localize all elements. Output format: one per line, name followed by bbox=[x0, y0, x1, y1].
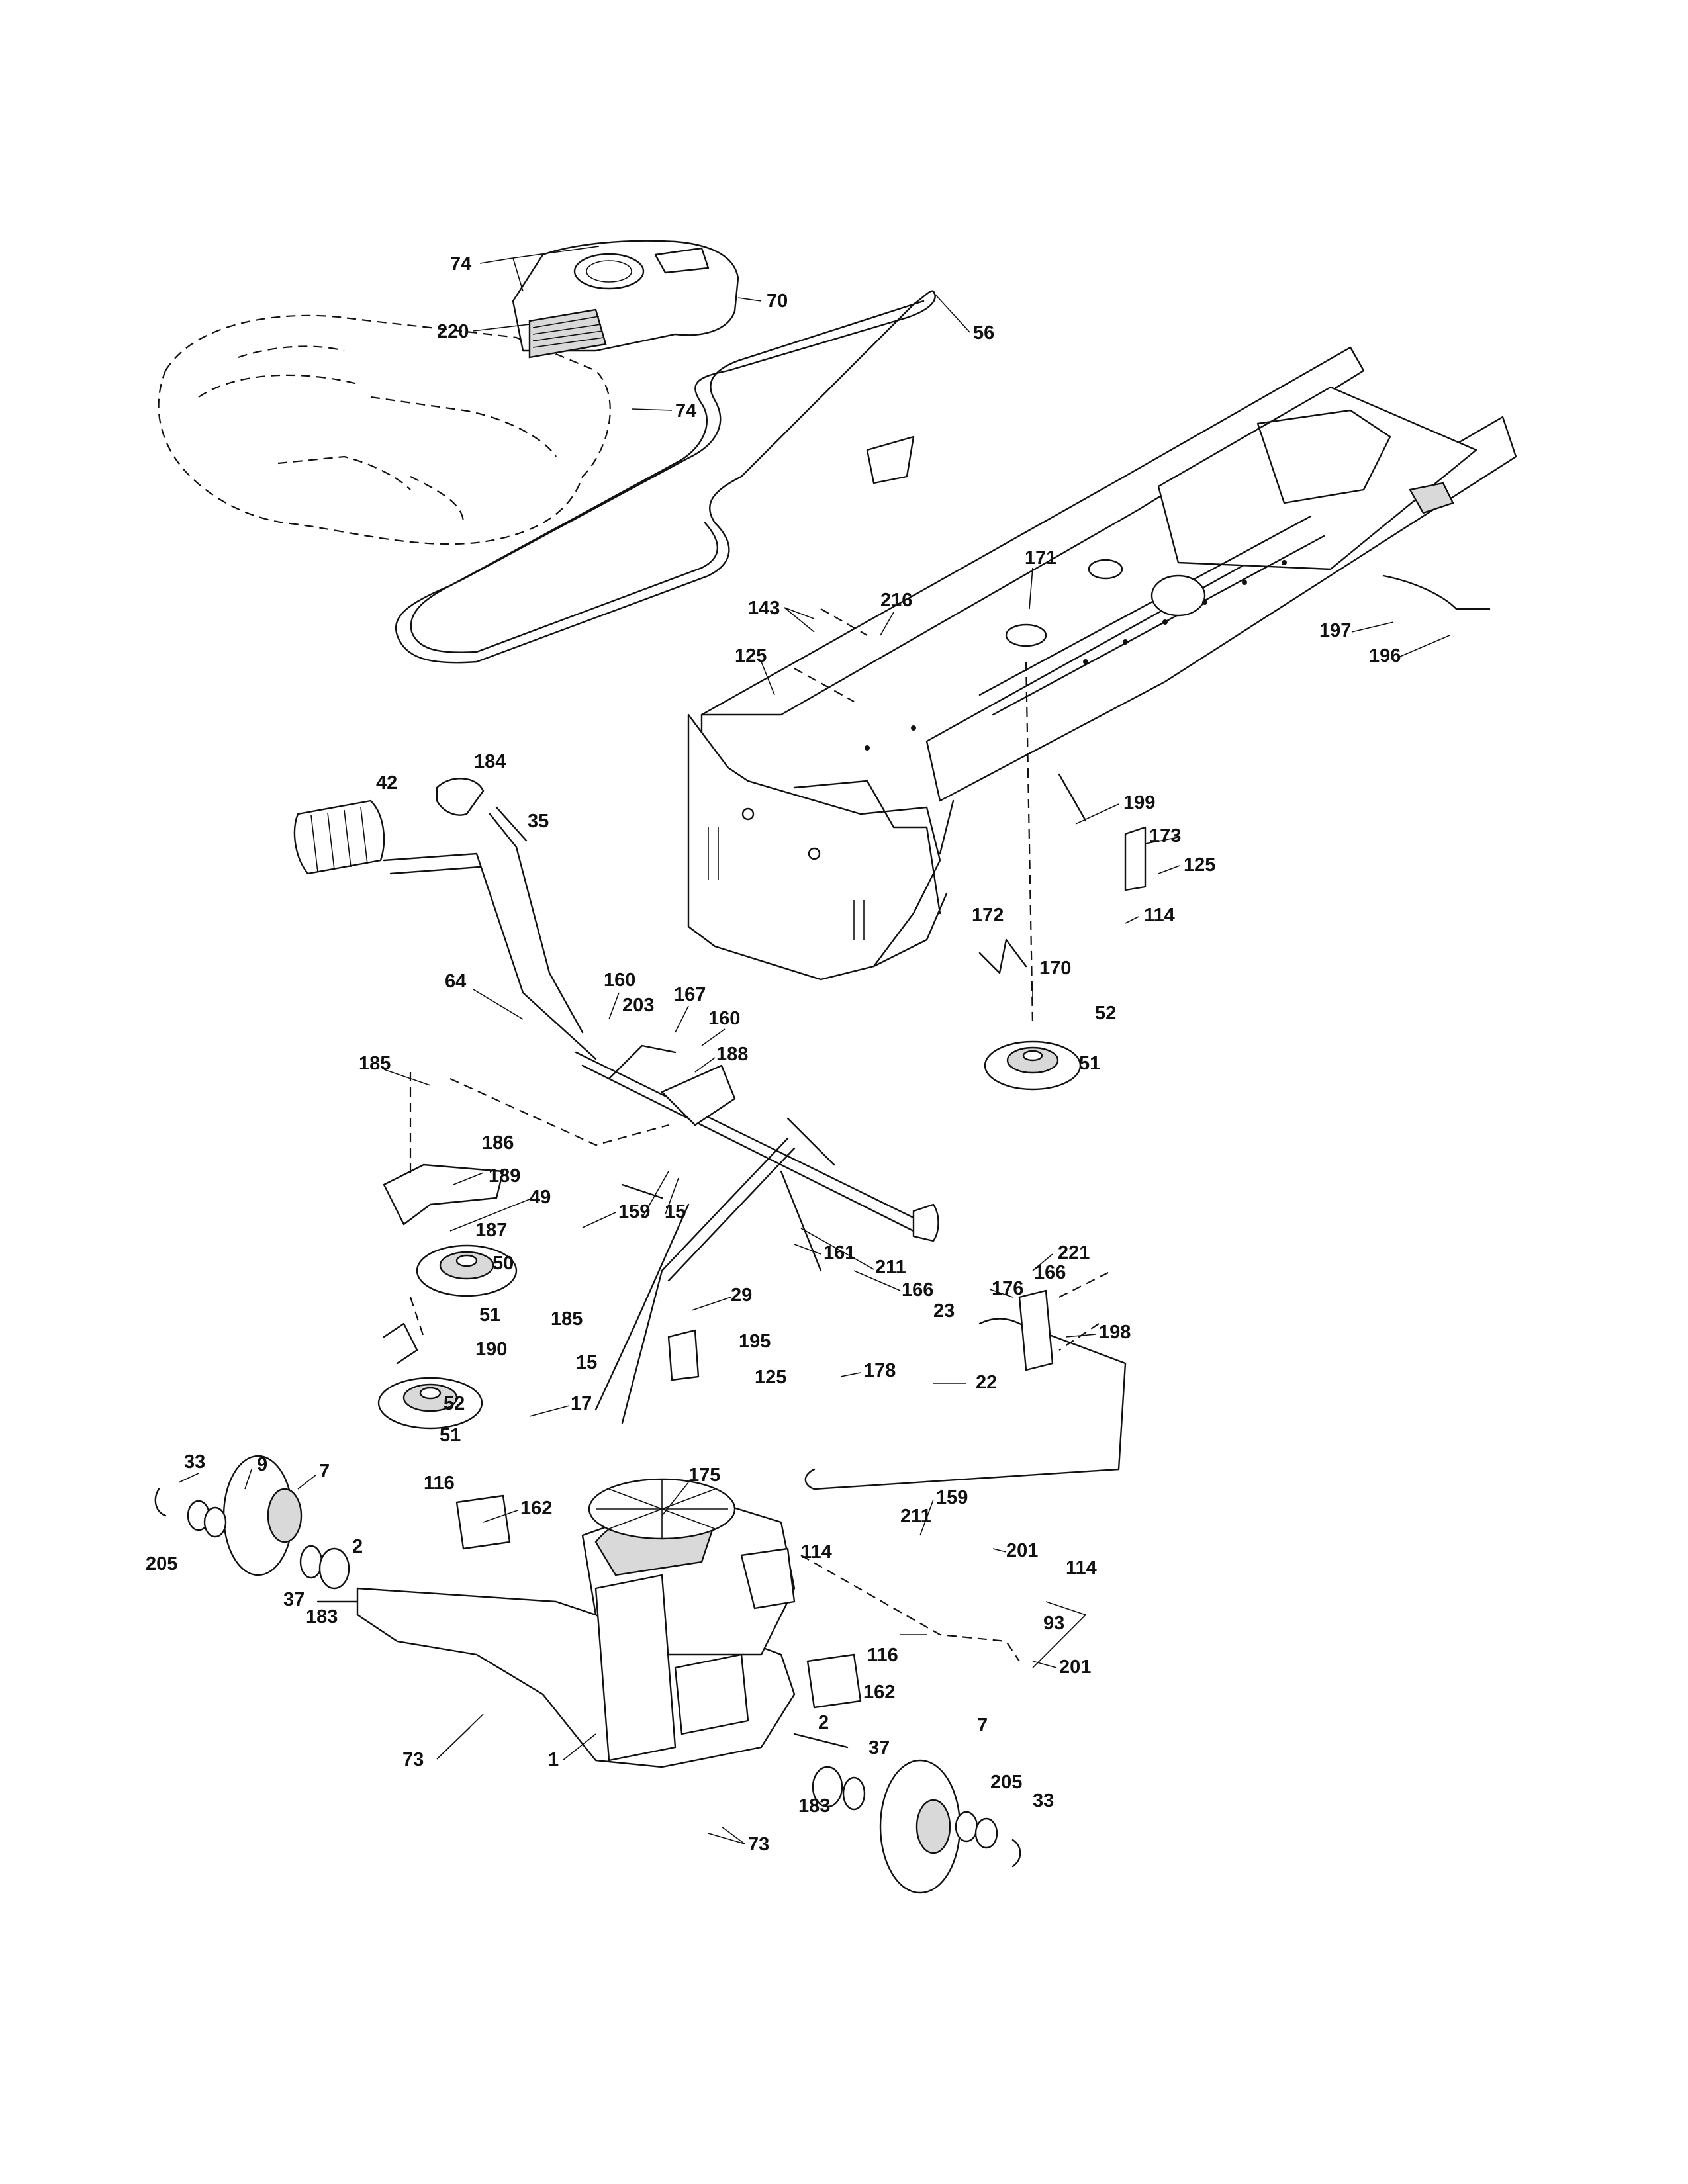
part-label: 125 bbox=[1184, 854, 1215, 876]
part-label: 7 bbox=[977, 1715, 988, 1736]
part-label: 116 bbox=[424, 1473, 455, 1494]
part-label: 2 bbox=[352, 1536, 363, 1557]
part-label: 170 bbox=[1039, 958, 1071, 979]
part-label: 93 bbox=[1043, 1613, 1064, 1634]
part-label: 33 bbox=[184, 1451, 205, 1473]
part-label: 162 bbox=[520, 1498, 552, 1519]
part-label: 183 bbox=[306, 1606, 338, 1627]
part-label: 203 bbox=[622, 995, 654, 1016]
part-label: 190 bbox=[475, 1339, 507, 1360]
part-label: 73 bbox=[748, 1834, 769, 1855]
mower-deck-outline bbox=[158, 314, 611, 545]
drive-belt bbox=[395, 290, 936, 664]
part-label: 51 bbox=[440, 1425, 461, 1446]
transaxle-assembly bbox=[316, 1478, 849, 1768]
part-label: 178 bbox=[864, 1360, 896, 1381]
part-label: 185 bbox=[551, 1308, 583, 1330]
part-label: 114 bbox=[1066, 1557, 1097, 1578]
part-label: 7 bbox=[319, 1461, 330, 1482]
pulley-right bbox=[978, 938, 1082, 1091]
part-label: 184 bbox=[474, 751, 506, 772]
part-label: 173 bbox=[1149, 825, 1181, 846]
part-label: 221 bbox=[1058, 1242, 1090, 1263]
part-label: 52 bbox=[444, 1393, 465, 1414]
part-label: 2 bbox=[818, 1712, 829, 1733]
part-label: 15 bbox=[665, 1201, 686, 1222]
pulleys-left bbox=[377, 1163, 518, 1430]
part-label: 74 bbox=[675, 400, 696, 422]
part-label: 211 bbox=[900, 1506, 931, 1527]
chassis-frame bbox=[687, 346, 1517, 981]
hub-right bbox=[812, 1759, 1021, 1894]
part-label: 64 bbox=[445, 971, 466, 992]
leader-lines bbox=[178, 246, 1450, 1844]
part-label: 167 bbox=[674, 984, 706, 1005]
part-label: 205 bbox=[990, 1772, 1022, 1793]
part-label: 114 bbox=[801, 1541, 832, 1563]
pedal-linkage bbox=[293, 778, 1127, 1490]
part-label: 187 bbox=[475, 1220, 507, 1241]
part-label: 114 bbox=[1144, 905, 1175, 926]
part-label: 143 bbox=[748, 598, 780, 619]
part-label: 70 bbox=[767, 291, 788, 312]
part-label: 9 bbox=[257, 1454, 267, 1475]
hub-left bbox=[154, 1455, 350, 1590]
part-label: 220 bbox=[437, 321, 469, 342]
part-label: 160 bbox=[708, 1008, 740, 1029]
part-label: 23 bbox=[933, 1300, 955, 1322]
part-label: 33 bbox=[1033, 1790, 1054, 1811]
assembly-guide-lines bbox=[409, 608, 1113, 1662]
part-label: 160 bbox=[604, 970, 635, 991]
part-label: 196 bbox=[1369, 645, 1401, 666]
part-label: 162 bbox=[863, 1682, 895, 1703]
part-label: 125 bbox=[755, 1367, 786, 1388]
part-label: 201 bbox=[1006, 1540, 1038, 1561]
part-label: 50 bbox=[492, 1253, 514, 1274]
part-label: 37 bbox=[868, 1737, 890, 1758]
part-label: 175 bbox=[688, 1465, 720, 1486]
part-label: 205 bbox=[146, 1553, 177, 1574]
part-label: 198 bbox=[1099, 1322, 1131, 1343]
part-label: 116 bbox=[867, 1645, 898, 1666]
part-label: 211 bbox=[875, 1257, 906, 1278]
part-label: 171 bbox=[1025, 547, 1056, 569]
part-label: 22 bbox=[976, 1372, 997, 1393]
part-label: 73 bbox=[402, 1749, 424, 1770]
part-label: 52 bbox=[1095, 1003, 1116, 1024]
part-label: 159 bbox=[936, 1487, 968, 1508]
part-label: 183 bbox=[798, 1796, 830, 1817]
brackets bbox=[455, 435, 1491, 1709]
part-label: 195 bbox=[739, 1331, 771, 1352]
part-label: 17 bbox=[571, 1393, 592, 1414]
part-label: 29 bbox=[731, 1285, 752, 1306]
part-label: 172 bbox=[972, 905, 1004, 926]
part-label: 15 bbox=[576, 1352, 597, 1373]
part-label: 74 bbox=[450, 253, 471, 275]
part-label: 176 bbox=[992, 1278, 1023, 1299]
part-labels: 74 70 220 56 74 171 143 216 125 197 196 … bbox=[146, 253, 1401, 1855]
part-label: 35 bbox=[528, 811, 549, 832]
part-label: 42 bbox=[376, 772, 397, 794]
part-label: 49 bbox=[530, 1187, 551, 1208]
part-label: 166 bbox=[902, 1279, 933, 1300]
part-label: 56 bbox=[973, 322, 994, 343]
part-label: 197 bbox=[1319, 620, 1351, 641]
part-label: 161 bbox=[823, 1242, 855, 1263]
part-label: 51 bbox=[1079, 1053, 1100, 1074]
part-label: 199 bbox=[1123, 792, 1155, 813]
part-label: 185 bbox=[359, 1053, 391, 1074]
part-label: 51 bbox=[479, 1304, 500, 1326]
part-label: 201 bbox=[1059, 1657, 1091, 1678]
part-label: 188 bbox=[716, 1044, 748, 1065]
part-label: 186 bbox=[482, 1132, 514, 1154]
part-label: 189 bbox=[489, 1165, 520, 1187]
part-label: 216 bbox=[880, 590, 912, 611]
part-label: 1 bbox=[548, 1749, 559, 1770]
pulley-cover bbox=[512, 240, 739, 359]
part-label: 37 bbox=[283, 1589, 305, 1610]
